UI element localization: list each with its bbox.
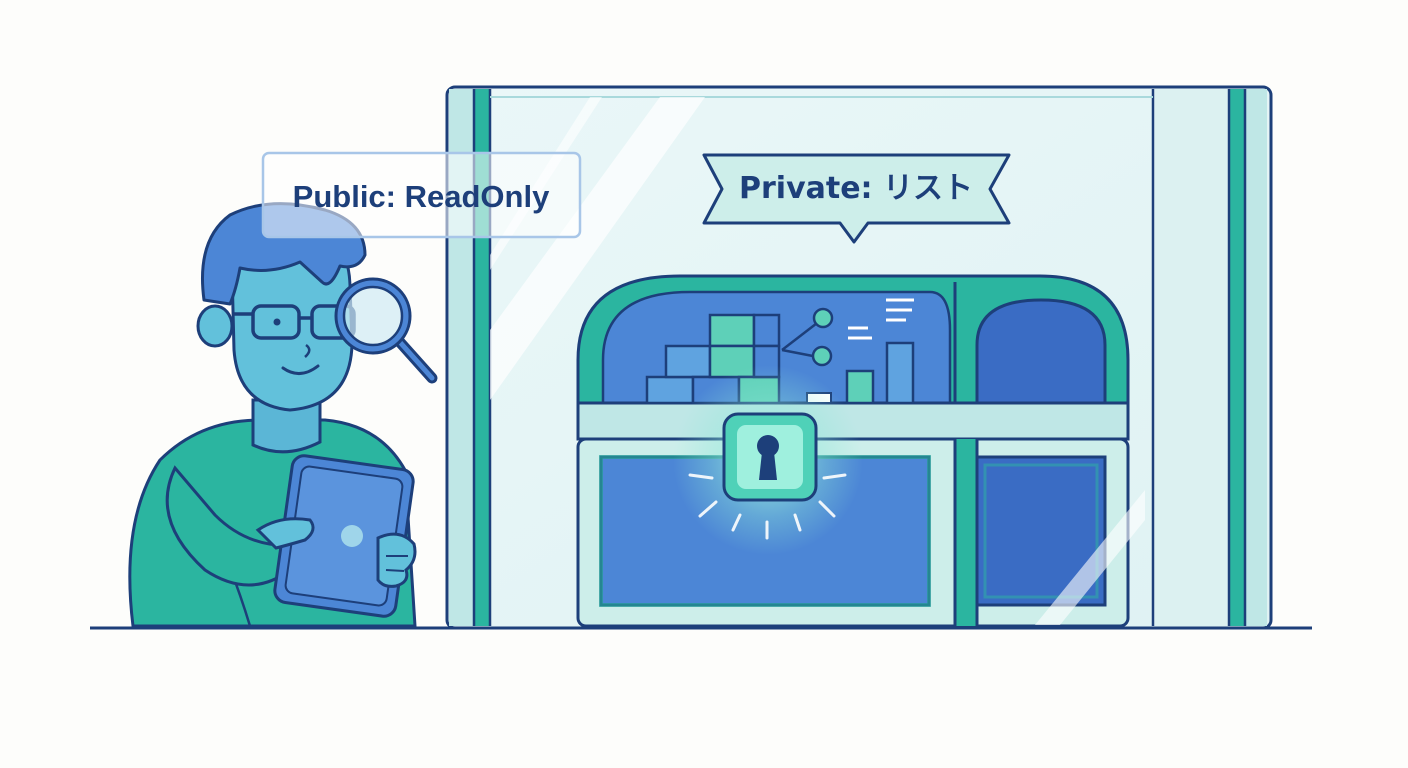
magnifier-icon [334, 277, 438, 384]
keyhole-lock [673, 365, 863, 555]
private-label: Private: リスト [739, 171, 973, 206]
private-banner: Private: リスト [702, 153, 1011, 244]
person [128, 202, 438, 628]
keyhole-icon [757, 435, 779, 480]
public-label-box: Public: ReadOnly [261, 151, 582, 239]
public-label: Public: ReadOnly [293, 179, 550, 214]
